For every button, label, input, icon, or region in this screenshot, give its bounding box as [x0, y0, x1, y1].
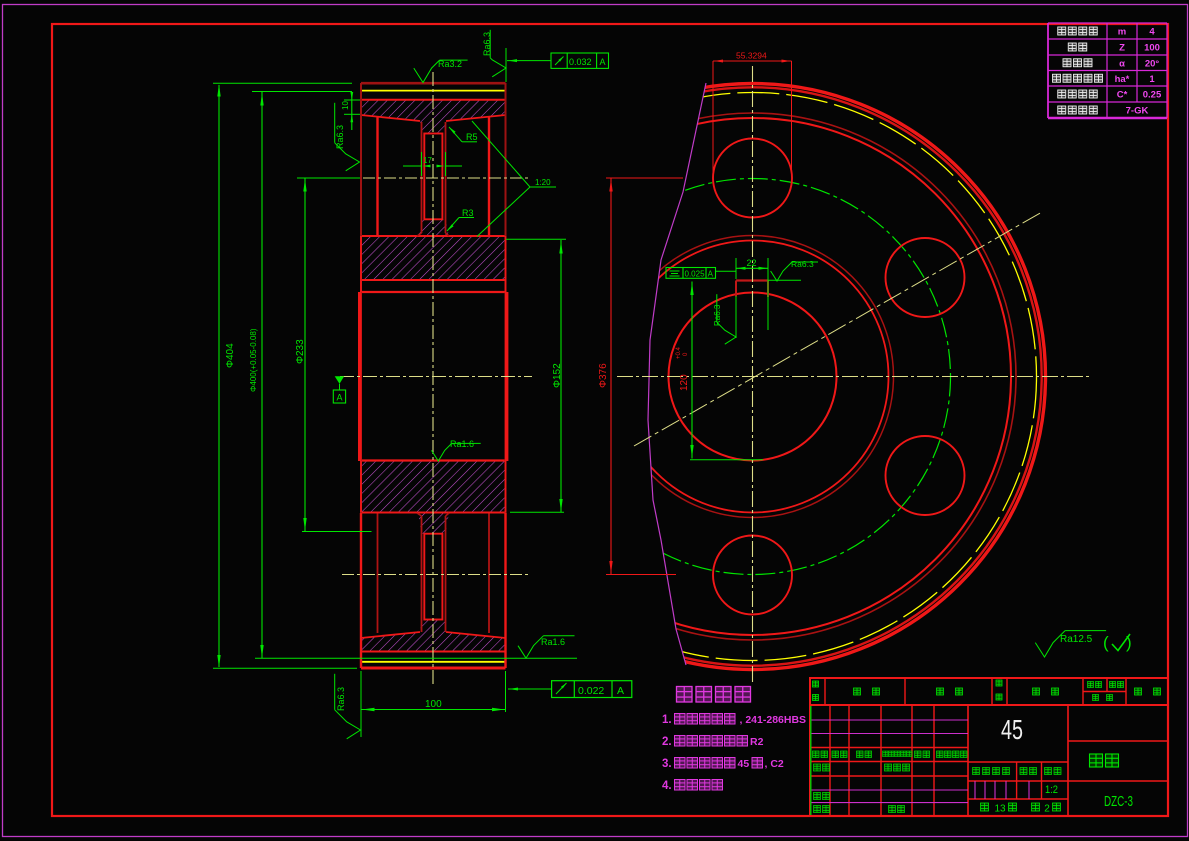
- svg-text:Ra12.5: Ra12.5: [1060, 634, 1093, 645]
- svg-text:3.: 3.: [662, 758, 672, 770]
- svg-text:0.025: 0.025: [685, 270, 706, 279]
- svg-text:Ra6.3: Ra6.3: [335, 125, 345, 149]
- svg-text:7-GK: 7-GK: [1126, 106, 1149, 117]
- svg-text:(: (: [1103, 633, 1109, 652]
- svg-text:Φ233: Φ233: [295, 339, 306, 364]
- svg-text:10: 10: [341, 101, 350, 110]
- svg-text:Φ404: Φ404: [225, 343, 236, 368]
- svg-text:): ): [1126, 633, 1132, 652]
- svg-text:120: 120: [679, 374, 690, 391]
- svg-text:A: A: [617, 685, 624, 697]
- svg-text:C*: C*: [1117, 90, 1128, 101]
- svg-text:Ra6.3: Ra6.3: [482, 32, 492, 56]
- svg-text:Ra6.3: Ra6.3: [336, 687, 346, 711]
- svg-text:100: 100: [425, 699, 442, 710]
- svg-text:0.032: 0.032: [569, 57, 592, 67]
- svg-text:1.: 1.: [662, 714, 672, 726]
- svg-text:R3: R3: [462, 208, 474, 218]
- svg-text:1:2: 1:2: [1045, 784, 1058, 796]
- svg-text:A: A: [600, 57, 606, 67]
- svg-text:A: A: [708, 270, 714, 279]
- svg-text:Ra1.6: Ra1.6: [450, 439, 474, 449]
- svg-text:2: 2: [1044, 804, 1050, 815]
- svg-text:Z: Z: [1119, 43, 1125, 54]
- svg-text:55.3294: 55.3294: [736, 51, 767, 61]
- svg-text:+0.4: +0.4: [676, 346, 682, 359]
- svg-text:45: 45: [738, 758, 750, 770]
- svg-text:, C2: , C2: [765, 758, 784, 770]
- svg-text:4: 4: [1149, 27, 1155, 38]
- svg-text:R2: R2: [750, 736, 764, 748]
- svg-text:A: A: [336, 393, 342, 403]
- svg-text:45: 45: [1001, 714, 1023, 745]
- svg-text:1: 1: [1149, 74, 1155, 85]
- svg-text:, 241-286HBS: , 241-286HBS: [740, 714, 807, 726]
- svg-text:100: 100: [1144, 43, 1160, 54]
- svg-text:Φ152: Φ152: [552, 363, 563, 388]
- svg-text:4.: 4.: [662, 780, 672, 792]
- svg-text:Φ376: Φ376: [598, 363, 609, 388]
- svg-text:α: α: [1119, 58, 1125, 69]
- svg-text:Ra6.3: Ra6.3: [713, 304, 722, 326]
- svg-text:1:20: 1:20: [535, 178, 551, 187]
- svg-text:Ra6.3: Ra6.3: [791, 259, 814, 269]
- svg-text:DZC-3: DZC-3: [1104, 793, 1133, 810]
- svg-text:ha*: ha*: [1115, 74, 1130, 85]
- svg-text:Ra3.2: Ra3.2: [438, 59, 462, 69]
- svg-text:13: 13: [994, 804, 1006, 815]
- svg-text:20°: 20°: [1145, 58, 1160, 69]
- svg-text:0.25: 0.25: [1143, 90, 1162, 101]
- svg-text:Φ400(+0.05-0.08): Φ400(+0.05-0.08): [249, 328, 258, 392]
- svg-text:Ra1.6: Ra1.6: [541, 637, 565, 647]
- svg-text:2.: 2.: [662, 736, 672, 748]
- svg-text:0.022: 0.022: [578, 685, 604, 697]
- svg-text:m: m: [1118, 27, 1126, 38]
- svg-text:0: 0: [683, 352, 689, 356]
- svg-text:22: 22: [747, 258, 757, 268]
- svg-text:R5: R5: [466, 132, 478, 142]
- svg-text:17: 17: [423, 156, 432, 165]
